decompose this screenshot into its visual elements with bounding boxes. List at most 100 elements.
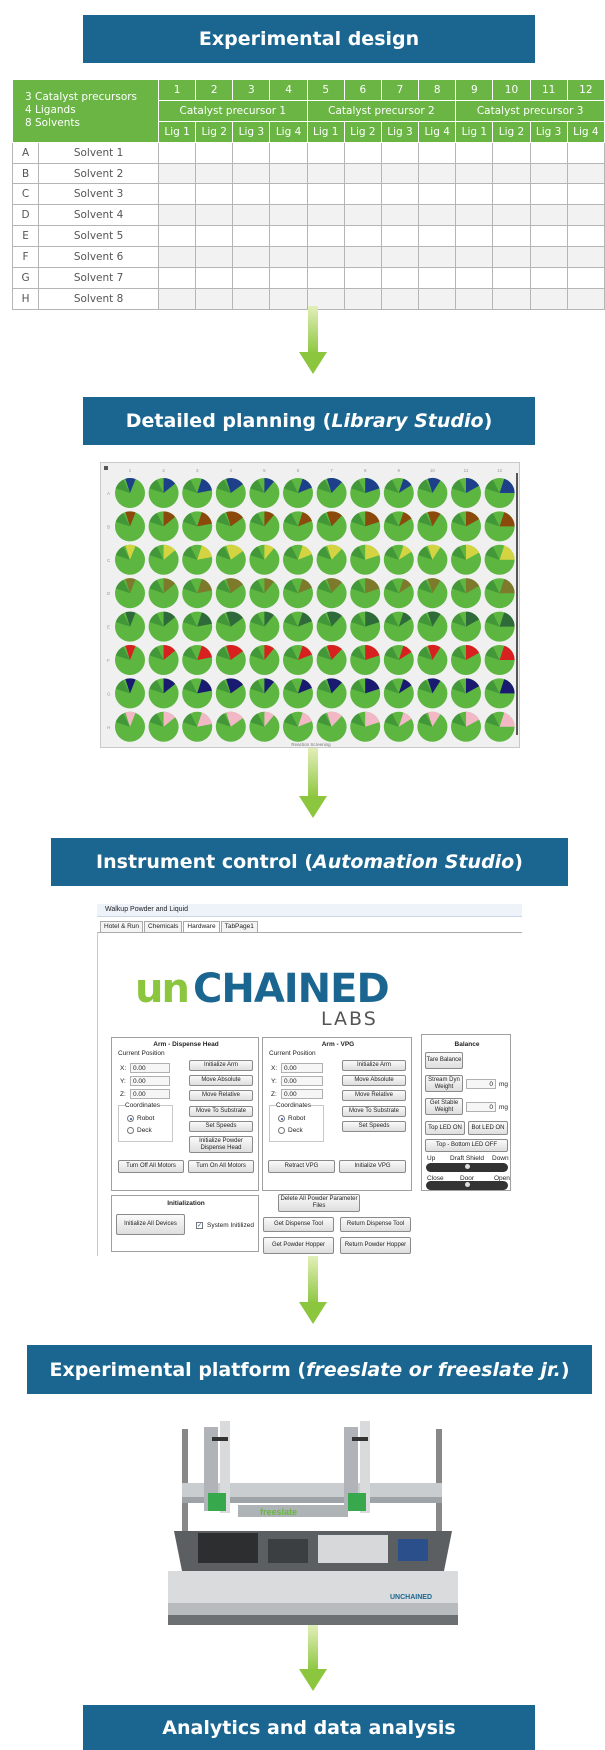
- delete-powder-files-button[interactable]: Delete All Powder Parameter Files: [278, 1194, 360, 1212]
- deck-radio[interactable]: [278, 1127, 285, 1134]
- well-cell: [306, 141, 345, 164]
- turn-on-motors-button[interactable]: Turn On All Motors: [188, 1160, 254, 1173]
- retract-vpg-button[interactable]: Retract VPG: [268, 1160, 335, 1173]
- well-cell: [157, 162, 197, 185]
- plate-well-accent: [466, 645, 480, 660]
- top-led-button[interactable]: Top LED ON: [425, 1121, 465, 1135]
- set-speeds-button[interactable]: Set Speeds: [189, 1121, 253, 1132]
- get-dispense-tool-button[interactable]: Get Dispense Tool: [263, 1217, 334, 1232]
- plate-scrollbar[interactable]: [516, 473, 518, 735]
- ligand-header: Lig 2: [343, 120, 382, 143]
- well-cell: [492, 225, 531, 248]
- robot-radio[interactable]: [127, 1115, 134, 1122]
- stable-weight-value: 0: [489, 1104, 493, 1111]
- move-relative-button[interactable]: Move Relative: [189, 1090, 253, 1101]
- plate-well-accent: [326, 678, 342, 694]
- well-cell: [195, 141, 234, 164]
- initialization-title: Initialization: [167, 1200, 205, 1207]
- plate-well-accent: [264, 645, 274, 660]
- well-cell: [529, 162, 568, 185]
- initialize-powder-button[interactable]: Initialize Powder Dispense Head: [189, 1136, 253, 1153]
- move-to-substrate-button[interactable]: Move To Substrate: [342, 1106, 406, 1117]
- top-bottom-led-button[interactable]: Top - Bottom LED OFF: [425, 1139, 508, 1152]
- z-label: Z:: [271, 1091, 277, 1098]
- plate-well-accent: [226, 678, 243, 694]
- get-powder-hopper-button[interactable]: Get Powder Hopper: [263, 1237, 334, 1254]
- move-absolute-button[interactable]: Move Absolute: [189, 1075, 253, 1086]
- stream-weight-button[interactable]: Stream Dyn Weight: [425, 1075, 463, 1092]
- plate-well-slice: [418, 680, 433, 694]
- door-close-label: Close: [427, 1175, 444, 1182]
- draft-shield-slider[interactable]: [426, 1163, 508, 1172]
- plate-col-label: 6: [297, 468, 300, 473]
- well-cell: [232, 183, 271, 206]
- move-to-substrate-button[interactable]: Move To Substrate: [189, 1106, 253, 1117]
- plate-well-slice: [283, 646, 298, 660]
- plate-well-slice: [250, 713, 265, 727]
- plate-well-slice: [216, 546, 231, 560]
- tab-tabpage1[interactable]: TabPage1: [220, 921, 258, 932]
- plate-well-slice: [250, 513, 265, 527]
- plate-well-accent: [298, 712, 312, 727]
- initialize-arm-button[interactable]: Initialize Arm: [342, 1060, 406, 1071]
- deck-radio[interactable]: [127, 1127, 134, 1134]
- plate-well-slice: [283, 579, 298, 594]
- system-initialized-checkbox[interactable]: ✓: [196, 1222, 203, 1229]
- initialize-arm-button[interactable]: Initialize Arm: [189, 1060, 253, 1071]
- plate-col-label: 9: [398, 468, 401, 473]
- plate-well-slice: [317, 513, 332, 527]
- plate-well-accent: [398, 645, 412, 660]
- ligand-header: Lig 2: [195, 120, 234, 143]
- robot-radio[interactable]: [278, 1115, 285, 1122]
- move-absolute-button[interactable]: Move Absolute: [342, 1075, 406, 1086]
- return-dispense-tool-button[interactable]: Return Dispense Tool: [340, 1217, 411, 1232]
- turn-off-motors-button[interactable]: Turn Off All Motors: [118, 1160, 184, 1173]
- plate-col-label: 8: [364, 468, 367, 473]
- stable-weight-button[interactable]: Get Stable Weight: [425, 1098, 463, 1115]
- well-cell: [269, 246, 308, 269]
- tab-hardware[interactable]: Hardware: [183, 921, 220, 932]
- plate-well-accent: [427, 611, 441, 627]
- column-number: 11: [529, 79, 568, 101]
- plate-well-slice: [451, 513, 466, 527]
- tab-hotel-run[interactable]: Hotel & Run: [100, 921, 144, 932]
- ligand-header: Lig 1: [157, 120, 197, 143]
- well-cell: [455, 246, 494, 269]
- bot-led-button[interactable]: Bot LED ON: [468, 1121, 508, 1135]
- set-speeds-button[interactable]: Set Speeds: [342, 1121, 406, 1132]
- plate-well-slice: [115, 713, 130, 727]
- plate-well-accent: [326, 477, 342, 493]
- dispense-x-field: 0.00: [130, 1063, 170, 1073]
- precursor-header: Catalyst precursor 1: [158, 99, 308, 122]
- plate-well-accent: [499, 578, 515, 594]
- plate-well-accent: [125, 644, 136, 660]
- tab-chemicals[interactable]: Chemicals: [144, 921, 183, 932]
- tare-balance-button[interactable]: Tare Balance: [425, 1052, 463, 1069]
- plate-well-slice: [283, 613, 298, 627]
- well-cell: [232, 246, 271, 269]
- return-powder-hopper-button[interactable]: Return Powder Hopper: [340, 1237, 411, 1254]
- plate-well-accent: [466, 478, 480, 493]
- plate-well-slice: [451, 579, 466, 594]
- plate-well-accent: [197, 545, 212, 560]
- move-relative-button[interactable]: Move Relative: [342, 1090, 406, 1101]
- dispense-y-field: 0.00: [130, 1076, 170, 1086]
- plate-well-accent: [427, 644, 441, 660]
- banner-instrument-control: Instrument control (Automation Studio): [51, 838, 568, 886]
- plate-well-accent: [427, 678, 441, 694]
- initialize-all-button[interactable]: Initialize All Devices: [116, 1214, 185, 1235]
- plate-well-slice: [485, 546, 500, 560]
- plate-well-accent: [125, 678, 136, 694]
- initialize-vpg-button[interactable]: Initialize VPG: [339, 1160, 406, 1173]
- ligand-header: Lig 4: [566, 120, 605, 143]
- plate-well-slice: [283, 680, 298, 694]
- well-cell: [306, 225, 345, 248]
- plate-well-slice: [451, 613, 466, 627]
- plate-well-accent: [264, 578, 274, 594]
- door-slider[interactable]: [426, 1181, 508, 1190]
